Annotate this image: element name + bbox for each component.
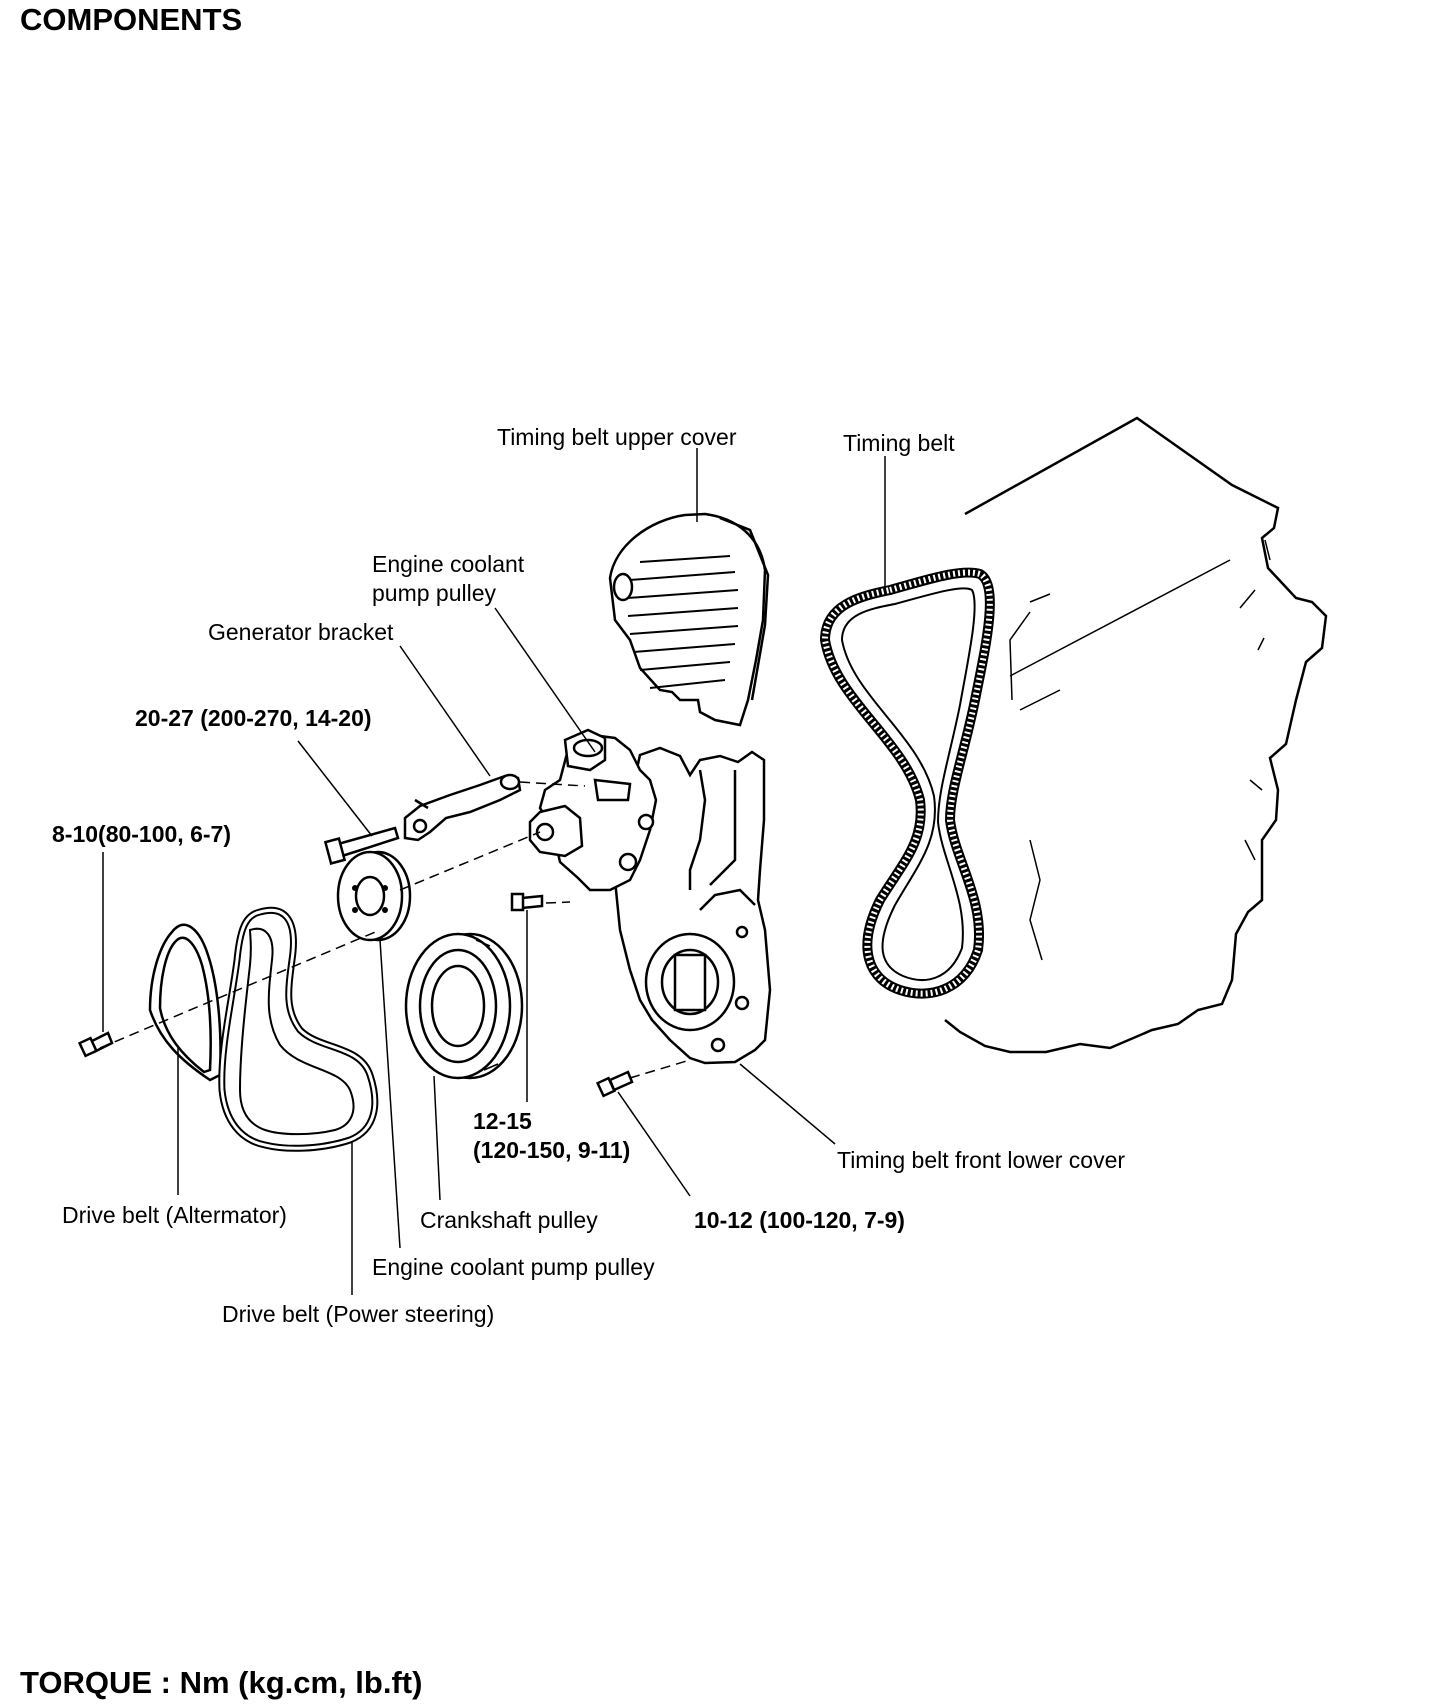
label-timing-belt-upper-cover: Timing belt upper cover [497, 424, 737, 450]
engine-block [944, 416, 1328, 1054]
coolant-pump-pulley [336, 850, 412, 942]
bolt-20-27 [323, 826, 400, 865]
timing-belt-front-lower-cover [613, 746, 772, 1065]
label-torque-12-15-line1: 12-15 [473, 1108, 532, 1134]
assembly-centerlines [99, 781, 691, 1079]
label-timing-belt: Timing belt [843, 430, 955, 456]
label-drive-belt-power-steering: Drive belt (Power steering) [222, 1301, 494, 1327]
generator-bracket [403, 773, 522, 842]
label-generator-bracket: Generator bracket [208, 619, 394, 645]
label-pump-pulley-top-line2: pump pulley [372, 580, 497, 606]
page-title: COMPONENTS [20, 2, 242, 37]
label-torque-10-12: 10-12 (100-120, 7-9) [694, 1207, 905, 1233]
label-pump-pulley-bottom: Engine coolant pump pulley [372, 1254, 655, 1280]
bolt-8-10 [77, 1031, 114, 1058]
torque-units-footer: TORQUE : Nm (kg.cm, lb.ft) [20, 1665, 422, 1700]
crankshaft-pulley [404, 932, 524, 1080]
label-torque-8-10: 8-10(80-100, 6-7) [52, 821, 231, 847]
timing-belt [819, 567, 995, 999]
bolt-12-15 [510, 892, 544, 912]
label-drive-belt-alternator: Drive belt (Altermator) [62, 1202, 287, 1228]
drive-belt-power-steering [218, 906, 379, 1152]
label-torque-20-27: 20-27 (200-270, 14-20) [135, 705, 372, 731]
timing-belt-upper-cover [608, 512, 770, 727]
label-torque-12-15-line2: (120-150, 9-11) [473, 1137, 630, 1163]
label-pump-pulley-top-line1: Engine coolant [372, 551, 525, 577]
label-timing-belt-front-lower-cover: Timing belt front lower cover [837, 1147, 1125, 1173]
label-crankshaft-pulley: Crankshaft pulley [420, 1207, 598, 1233]
leader-lines [102, 448, 886, 1295]
bolt-10-12 [595, 1070, 634, 1098]
coolant-pump [528, 728, 658, 892]
